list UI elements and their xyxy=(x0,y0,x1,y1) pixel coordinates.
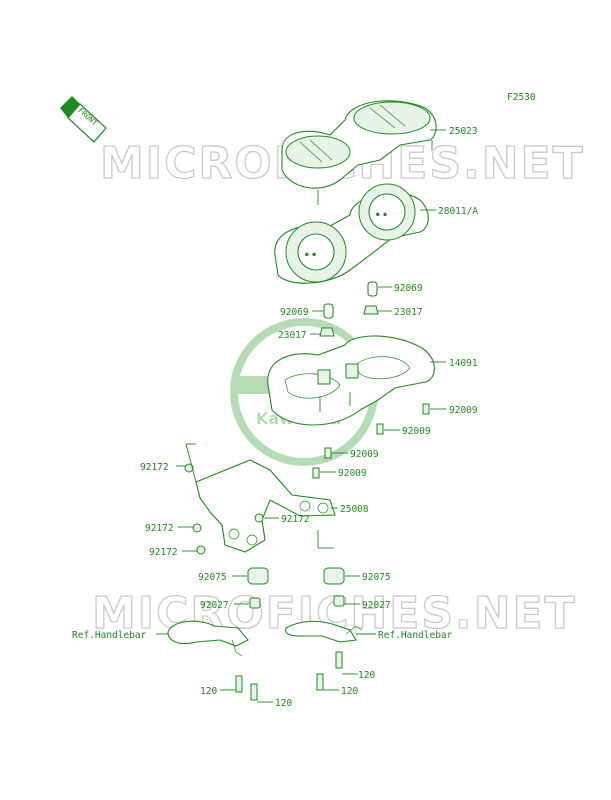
label-25008: 25008 xyxy=(340,504,369,515)
label-92009-a: 92009 xyxy=(449,405,478,416)
label-14091: 14091 xyxy=(449,358,478,369)
label-92069-left: 92069 xyxy=(280,307,309,318)
meter-cover-25023 xyxy=(281,100,437,205)
screws-92009 xyxy=(312,403,430,479)
collars-92027 xyxy=(249,595,345,609)
bolts-120 xyxy=(235,651,343,701)
label-23017-right: 23017 xyxy=(394,307,423,318)
label-92172-a: 92172 xyxy=(140,462,169,473)
label-120-d: 120 xyxy=(275,698,292,709)
label-92027-right: 92027 xyxy=(362,600,391,611)
bracket-25008 xyxy=(184,459,336,555)
label-92172-b: 92172 xyxy=(145,523,174,534)
label-28011: 28011/A xyxy=(438,206,478,217)
leader-lines xyxy=(156,129,446,703)
label-25023: 25023 xyxy=(449,126,478,137)
label-ref-handlebar-right: Ref.Handlebar xyxy=(378,630,453,641)
label-92075-right: 92075 xyxy=(362,572,391,583)
label-92075-left: 92075 xyxy=(198,572,227,583)
label-92027-left: 92027 xyxy=(200,600,229,611)
label-92009-d: 92009 xyxy=(338,468,367,479)
label-120-b: 120 xyxy=(200,686,217,697)
label-120-c: 120 xyxy=(341,686,358,697)
meter-case-14091 xyxy=(267,335,435,426)
dampers-92075 xyxy=(247,567,345,585)
label-92172-d: 92172 xyxy=(149,547,178,558)
handlebar-clamp-right xyxy=(285,620,363,643)
speedo-face: ● ● xyxy=(376,211,387,218)
label-ref-handlebar-left: Ref.Handlebar xyxy=(72,630,147,641)
handlebar-clamp-left xyxy=(167,620,249,657)
label-120-a: 120 xyxy=(358,670,375,681)
label-23017-left: 23017 xyxy=(278,330,307,341)
label-92069-right: 92069 xyxy=(394,283,423,294)
bulb-socket-parts xyxy=(319,281,379,337)
label-92009-b: 92009 xyxy=(402,426,431,437)
label-92172-c: 92172 xyxy=(281,514,310,525)
tacho-face: ● ● xyxy=(305,251,316,258)
front-arrow-icon: FRONT xyxy=(60,96,107,143)
meter-assembly-28011: ● ● ● ● xyxy=(274,183,429,284)
label-92009-c: 92009 xyxy=(350,449,379,460)
figure-code: F2530 xyxy=(507,92,536,103)
